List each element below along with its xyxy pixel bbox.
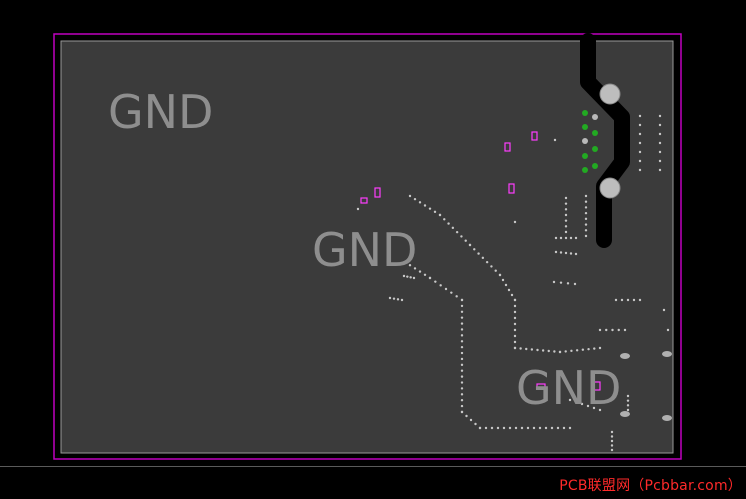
via-array	[582, 110, 598, 173]
gnd-label-1: GND	[108, 85, 213, 139]
pads-magenta	[360, 131, 601, 391]
oval-pads	[620, 351, 672, 421]
via-dots	[356, 114, 670, 452]
watermark-text: PCB联盟网（Pcbbar.com）	[559, 478, 742, 494]
large-via-top	[599, 83, 621, 105]
board-outline	[53, 33, 682, 460]
gnd-label-2: GND	[312, 223, 417, 277]
bottom-rule	[0, 466, 746, 467]
copper-pour	[60, 40, 674, 454]
large-via-bottom	[599, 177, 621, 199]
gnd-label-3: GND	[516, 361, 621, 415]
